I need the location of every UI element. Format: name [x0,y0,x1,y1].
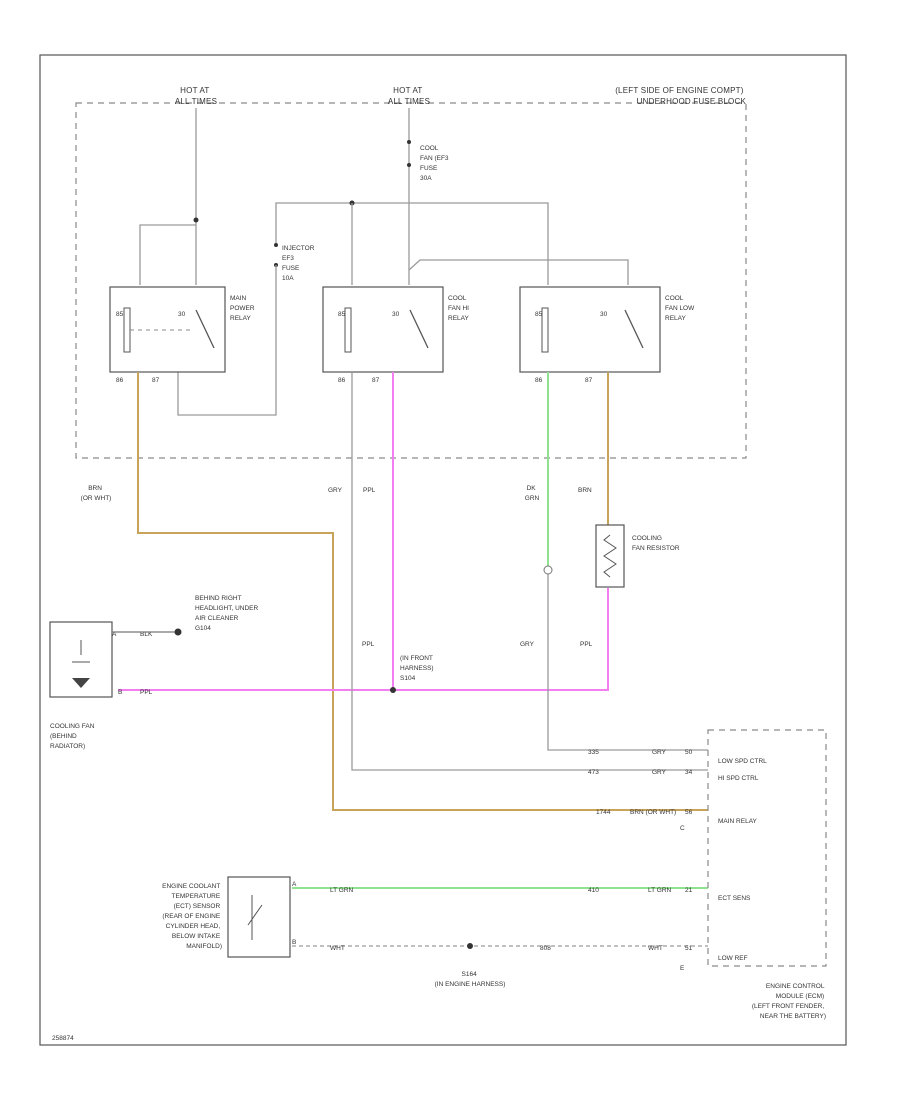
gry-wire-low-spd [547,572,708,751]
ground-point [174,628,182,636]
splice-g-label: S164 (IN ENGINE HARNESS) [435,971,506,988]
splice-g-circuit: 808 [540,945,551,952]
cool-fan-fuse-label: COOL FAN (EF3 FUSE 30A [420,145,450,182]
svg-text:PPL: PPL [140,689,153,696]
svg-text:B: B [292,939,296,946]
svg-text:87: 87 [372,377,380,384]
svg-text:WHT: WHT [648,945,663,952]
svg-text:30: 30 [178,311,186,318]
svg-text:410: 410 [588,887,599,894]
wire-label-brn-left: BRN (OR WHT) [81,485,112,502]
svg-text:COOLING FAN RESISTOR: COOLING FAN RESISTOR [632,535,680,552]
svg-text:51: 51 [685,945,693,952]
splice-label: (IN FRONT HARNESS) S104 [400,655,435,682]
brn-wire-main-relay [137,372,708,811]
ect-sensor: A B LT GRN WHT ENGINE COOLANT TEMPERATUR… [162,876,354,958]
svg-text:1744: 1744 [596,809,611,816]
svg-text:MAIN POWER RELAY: MAIN POWER RELAY [230,295,256,322]
diagram-frame [39,54,847,1046]
wire-label-dk-grn: DK GRN [525,485,540,502]
svg-text:A: A [292,881,297,888]
svg-text:87: 87 [585,377,593,384]
svg-text:87: 87 [152,377,160,384]
svg-text:HI SPD CTRL: HI SPD CTRL [718,775,759,782]
svg-text:50: 50 [685,749,693,756]
svg-text:85: 85 [535,311,543,318]
cooling-fan-resistor: COOLING FAN RESISTOR [595,524,680,588]
svg-text:30: 30 [600,311,608,318]
svg-text:86: 86 [338,377,346,384]
svg-text:30: 30 [392,311,400,318]
fuse-block-label: (LEFT SIDE OF ENGINE COMPT) UNDERHOOD FU… [615,86,746,106]
hot-at-all-times-2: HOT AT ALL TIMES [388,86,430,106]
svg-text:A: A [112,631,117,638]
wire-label-ppl-1: PPL [363,487,376,494]
svg-text:COOLING FAN (BEHIND: COOLING FAN (BEHIND RADIATOR) [50,723,96,750]
svg-text:473: 473 [588,769,599,776]
wire-label-brn-right: BRN [578,487,592,494]
svg-text:MAIN RELAY: MAIN RELAY [718,818,758,825]
main-power-relay: 85 30 86 87 MAIN POWER RELAY [109,286,256,384]
svg-text:BLK: BLK [140,631,153,638]
wire-label-gry-2: GRY [520,641,535,648]
hot-at-all-times-1: HOT AT ALL TIMES [175,86,217,106]
svg-text:LT GRN: LT GRN [648,887,672,894]
svg-text:C: C [680,825,685,832]
svg-text:86: 86 [116,377,124,384]
gry-wire-hi-spd [351,372,708,771]
svg-text:85: 85 [116,311,124,318]
svg-text:GRY: GRY [652,749,667,756]
svg-text:LT GRN: LT GRN [330,887,354,894]
ecm-wire-rows: 335 GRY 50 473 GRY 34 1744 BRN (OR WHT) … [588,749,693,952]
wire-label-gry-1: GRY [328,487,343,494]
svg-text:BRN (OR WHT): BRN (OR WHT) [630,809,676,816]
cooling-fan-motor: A BLK B PPL COOLING FAN (BEHIND RADIATOR… [49,621,153,750]
cool-fan-hi-relay: 85 30 86 87 COOL FAN HI RELAY [322,286,471,384]
ground-label: BEHIND RIGHT HEADLIGHT, UNDER AIR CLEANE… [195,595,260,632]
svg-text:LOW REF: LOW REF [718,955,748,962]
svg-text:56: 56 [685,809,693,816]
wire-label-ppl-3: PPL [580,641,593,648]
svg-text:COOL FAN HI RELAY: COOL FAN HI RELAY [448,295,471,322]
svg-text:GRY: GRY [652,769,667,776]
svg-text:ENGINE COOLANT TEMPERATU: ENGINE COOLANT TEMPERATURE (ECT) SENSOR … [162,883,222,950]
svg-text:WHT: WHT [330,945,345,952]
svg-text:E: E [680,965,685,972]
svg-text:85: 85 [338,311,346,318]
svg-text:34: 34 [685,769,693,776]
cool-fan-low-relay: 85 30 86 87 COOL FAN LOW RELAY [519,286,696,384]
wire-label-ppl-2: PPL [362,641,375,648]
diagram-code: 258874 [52,1035,74,1042]
ppl-wire-fan [118,588,609,691]
svg-text:86: 86 [535,377,543,384]
svg-text:LOW SPD CTRL: LOW SPD CTRL [718,758,767,765]
svg-text:B: B [118,689,122,696]
svg-text:ECT SENS: ECT SENS [718,895,751,902]
engine-control-module: LOW SPD CTRL HI SPD CTRL MAIN RELAY ECT … [680,729,827,1020]
svg-text:335: 335 [588,749,599,756]
power-feed-wires [139,108,629,416]
svg-text:21: 21 [685,887,693,894]
svg-text:ENGINE CONTROL MODULE (E: ENGINE CONTROL MODULE (ECM) (LEFT FRONT … [752,983,826,1020]
underhood-fuse-block-outline [75,102,747,459]
injector-fuse-label: INJECTOR EF3 FUSE 10A [282,245,316,282]
svg-text:COOL FAN LOW RELAY: COOL FAN LOW RELAY [665,295,696,322]
